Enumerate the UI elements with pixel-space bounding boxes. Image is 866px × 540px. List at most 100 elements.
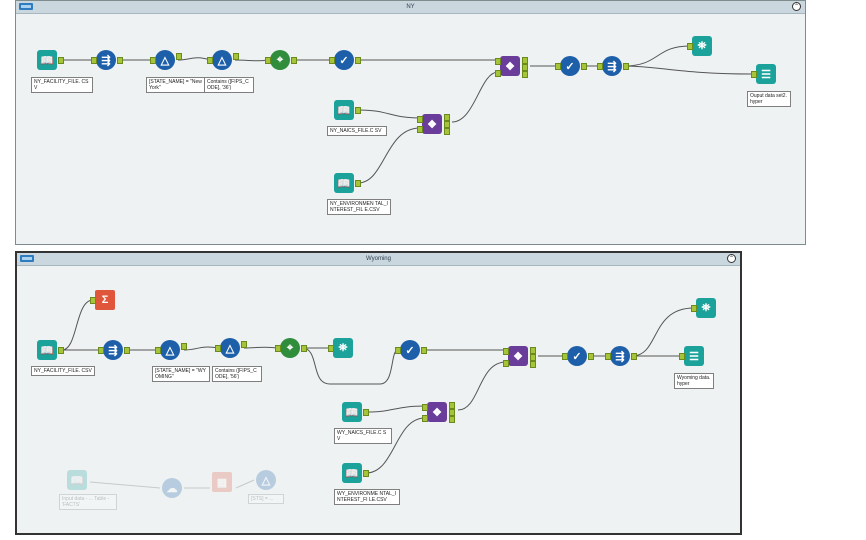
input-anchor[interactable] [328,345,334,352]
input-data-tool[interactable]: 📖 [342,463,362,483]
input-anchor[interactable] [555,63,561,70]
input-anchor[interactable] [687,43,693,50]
container-wyoming[interactable]: Wyoming ⌃ [15,251,742,535]
output-anchor[interactable] [58,57,64,64]
input-anchor[interactable] [417,116,423,123]
input-anchor[interactable] [395,347,401,354]
output-anchor[interactable] [124,347,130,354]
join-tool[interactable]: ❖ [500,56,520,76]
output-anchor[interactable] [363,409,369,416]
input-anchor[interactable] [265,57,271,64]
join-tool[interactable]: ❖ [422,114,442,134]
output-anchor[interactable] [530,347,536,354]
input-data-tool[interactable]: 📖 [37,50,57,70]
input-anchor[interactable] [422,415,428,422]
input-anchor[interactable] [605,353,611,360]
output-anchor[interactable] [181,343,187,350]
browse-tool[interactable]: ⛯ [692,36,712,56]
output-anchor[interactable] [623,63,629,70]
browse-tool[interactable]: ⛯ [333,338,353,358]
input-data-tool[interactable]: 📖 [37,340,57,360]
cloud-tool-disabled[interactable]: ☁ [162,478,182,498]
input-data-tool[interactable]: 📖 [342,402,362,422]
output-anchor[interactable] [363,470,369,477]
select-tool[interactable]: ⇶ [96,50,116,70]
input-anchor[interactable] [150,57,156,64]
input-anchor[interactable] [215,345,221,352]
output-anchor[interactable] [444,114,450,121]
output-anchor[interactable] [522,64,528,71]
container-ny[interactable]: NY ⌃ [15,0,806,245]
input-data-tool-disabled[interactable]: 📖 [67,470,87,490]
output-anchor[interactable] [530,354,536,361]
input-anchor[interactable] [562,353,568,360]
input-data-tool[interactable]: 📖 [334,173,354,193]
input-anchor[interactable] [691,305,697,312]
output-anchor[interactable] [117,57,123,64]
input-anchor[interactable] [275,345,281,352]
output-anchor[interactable] [421,347,427,354]
select-tool[interactable]: ⇶ [602,56,622,76]
input-anchor[interactable] [98,347,104,354]
output-anchor[interactable] [355,180,361,187]
input-anchor[interactable] [155,347,161,354]
output-anchor[interactable] [522,57,528,64]
filter-tool-disabled[interactable]: △ [256,470,276,490]
output-anchor[interactable] [588,353,594,360]
input-anchor[interactable] [503,360,509,367]
select-tool[interactable]: ⇶ [103,340,123,360]
output-anchor[interactable] [449,416,455,423]
output-anchor[interactable] [291,57,297,64]
output-data-tool[interactable]: ☰ [756,64,776,84]
output-anchor[interactable] [241,341,247,348]
output-anchor[interactable] [58,347,64,354]
input-anchor[interactable] [90,297,96,304]
input-anchor[interactable] [751,71,757,78]
output-data-tool[interactable]: ☰ [684,346,704,366]
output-anchor[interactable] [581,63,587,70]
summarize-tool[interactable]: Σ [95,290,115,310]
output-anchor[interactable] [355,57,361,64]
formula-tool[interactable]: ⌖ [270,50,290,70]
collapse-icon[interactable]: ⌃ [727,254,736,263]
input-anchor[interactable] [495,58,501,65]
input-anchor[interactable] [597,63,603,70]
output-anchor[interactable] [449,402,455,409]
output-anchor[interactable] [233,53,239,60]
browse-tool[interactable]: ⛯ [696,298,716,318]
unique-tool[interactable]: ✓ [334,50,354,70]
join-tool[interactable]: ❖ [427,402,447,422]
filter-tool[interactable]: △ [155,50,175,70]
input-anchor[interactable] [495,70,501,77]
crosstab-tool-disabled[interactable]: ▦ [212,472,232,492]
container-header[interactable]: NY ⌃ [16,1,805,14]
input-data-tool[interactable]: 📖 [334,100,354,120]
unique-tool[interactable]: ✓ [560,56,580,76]
output-anchor[interactable] [449,409,455,416]
input-anchor[interactable] [329,57,335,64]
collapse-icon[interactable]: ⌃ [792,2,801,11]
select-tool[interactable]: ⇶ [610,346,630,366]
input-anchor[interactable] [207,57,213,64]
output-anchor[interactable] [530,361,536,368]
filter-tool[interactable]: △ [220,338,240,358]
output-anchor[interactable] [301,345,307,352]
output-anchor[interactable] [444,121,450,128]
filter-tool[interactable]: △ [160,340,180,360]
input-anchor[interactable] [91,57,97,64]
unique-tool[interactable]: ✓ [400,340,420,360]
output-anchor[interactable] [355,107,361,114]
container-header[interactable]: Wyoming ⌃ [17,253,740,266]
input-anchor[interactable] [417,126,423,133]
output-anchor[interactable] [176,53,182,60]
output-anchor[interactable] [522,71,528,78]
output-anchor[interactable] [444,128,450,135]
input-anchor[interactable] [503,348,509,355]
input-anchor[interactable] [422,404,428,411]
filter-tool[interactable]: △ [212,50,232,70]
unique-tool[interactable]: ✓ [567,346,587,366]
join-tool[interactable]: ❖ [508,346,528,366]
formula-tool[interactable]: ⌖ [280,338,300,358]
output-anchor[interactable] [631,353,637,360]
input-anchor[interactable] [679,353,685,360]
